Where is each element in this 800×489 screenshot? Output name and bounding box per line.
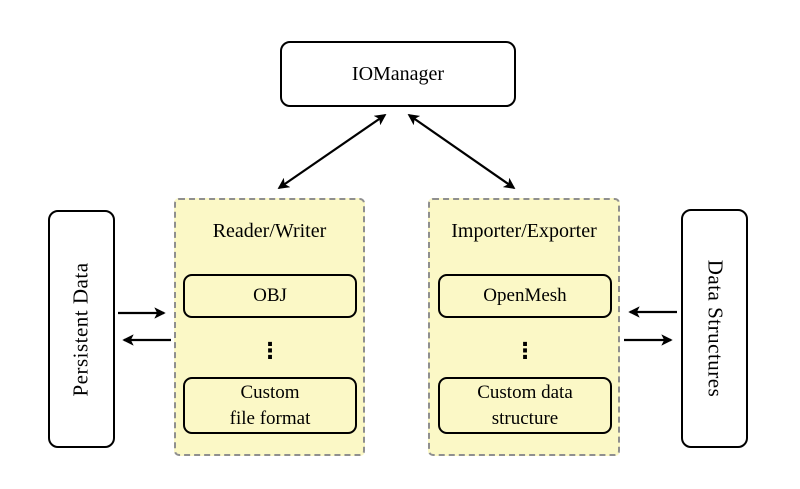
arrow-iomanager-readerwriter (277, 114, 387, 189)
node-custom-file-format-label: Custom file format (229, 381, 311, 429)
node-iomanager: IOManager (280, 41, 516, 107)
node-openmesh: OpenMesh (438, 274, 612, 318)
group-importer-exporter-title: Importer/Exporter (451, 220, 597, 242)
group-reader-writer-title: Reader/Writer (212, 220, 327, 242)
ellipsis-reader-writer: ⋮ (259, 338, 281, 364)
node-iomanager-label: IOManager (351, 62, 445, 85)
node-persistent-data: Persistent Data (48, 210, 115, 448)
node-data-structures-label: Data Structures (703, 259, 728, 398)
arrow-iomanager-importerexporter (407, 114, 516, 189)
node-custom-data-structure-label: Custom data structure (477, 381, 573, 429)
node-data-structures: Data Structures (681, 209, 748, 448)
node-custom-file-format: Custom file format (183, 377, 357, 434)
node-custom-data-structure: Custom data structure (438, 377, 612, 434)
node-persistent-data-label: Persistent Data (69, 261, 93, 397)
node-openmesh-label: OpenMesh (483, 285, 567, 306)
node-obj: OBJ (183, 274, 357, 318)
node-obj-label: OBJ (253, 285, 287, 306)
ellipsis-importer-exporter: ⋮ (514, 338, 536, 364)
